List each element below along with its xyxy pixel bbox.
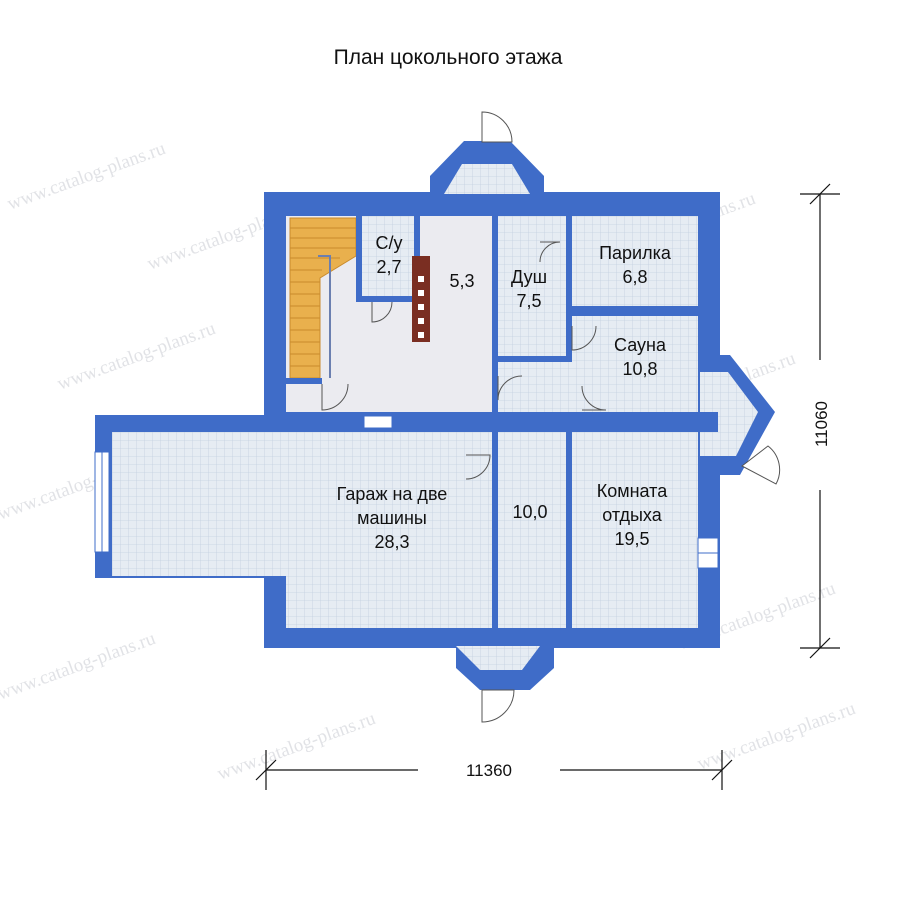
door-bottom-entrance (481, 689, 515, 723)
window-hall-bottom (363, 415, 393, 429)
room-sauna-area: 10,8 (622, 359, 657, 379)
watermark-text: www.catalog-plans.ru (215, 708, 379, 785)
wall-hall-right (492, 216, 498, 412)
rest-room-floor (572, 432, 698, 628)
wall-su-right (414, 216, 420, 260)
watermark-text: www.catalog-plans.ru (695, 698, 859, 775)
chimney (412, 256, 430, 342)
room-rest-name-1: Комната (597, 481, 668, 501)
door-garage (465, 454, 491, 480)
dimension-height-label: 11060 (812, 401, 831, 447)
sauna-corridor-floor (498, 362, 698, 412)
door-sauna-bottom (581, 385, 607, 411)
door-top-entrance (481, 111, 513, 143)
wall-parilka-bottom (572, 306, 698, 316)
wall-rest-left (566, 432, 572, 628)
dimension-width (255, 750, 733, 790)
dush-floor (498, 216, 566, 356)
dimension-width-label: 11360 (466, 761, 512, 780)
door-stairs (321, 383, 349, 411)
watermark-text: www.catalog-plans.ru (55, 318, 219, 395)
room-parilka-area: 6,8 (622, 267, 647, 287)
room-labels: С/у 2,7 5,3 Душ 7,5 Парилка 6,8 Сауна 10… (337, 233, 672, 552)
interior-walls (264, 216, 718, 628)
room-garage-name-2: машины (357, 508, 427, 528)
watermark-text: www.catalog-plans.ru (0, 628, 159, 705)
room-hall-area: 5,3 (449, 271, 474, 291)
wall-garage-top (264, 412, 364, 432)
room-floors (112, 164, 758, 670)
dimension-height (800, 183, 840, 659)
room-rest-area: 19,5 (614, 529, 649, 549)
parilka-floor (572, 216, 698, 306)
su-floor (362, 216, 414, 296)
garage-floor (286, 432, 492, 628)
storage-room-floor (498, 432, 566, 628)
room-parilka-name: Парилка (599, 243, 672, 263)
door-dush (539, 241, 561, 263)
windows (94, 415, 719, 569)
room-rest-name-2: отдыха (602, 505, 663, 525)
room-su-area: 2,7 (376, 257, 401, 277)
room-storage-area: 10,0 (512, 502, 547, 522)
wall-garage-right (492, 432, 498, 628)
room-garage-area: 28,3 (374, 532, 409, 552)
room-su-name: С/у (376, 233, 403, 253)
wall-dush-right (566, 216, 572, 362)
wall-dush-bottom (498, 356, 572, 362)
door-right-entrance (741, 445, 781, 485)
door-corridor (497, 375, 523, 401)
bay-bottom-floor (456, 646, 540, 670)
door-su (371, 301, 393, 323)
staircase (289, 217, 357, 379)
bay-top-floor (444, 164, 530, 194)
room-dush-name: Душ (511, 267, 547, 287)
door-sauna (571, 325, 597, 351)
plan-title: План цокольного этажа (334, 46, 563, 69)
wall-su-bottom (356, 296, 420, 302)
doors (321, 111, 781, 723)
room-garage-name-1: Гараж на две (337, 484, 448, 504)
room-sauna-name: Сауна (614, 335, 667, 355)
wall-stairs-bottom (286, 378, 322, 384)
room-dush-area: 7,5 (516, 291, 541, 311)
bay-right-floor (700, 372, 758, 456)
wall-su-left (356, 216, 362, 300)
watermark-text: www.catalog-plans.ru (5, 138, 169, 215)
